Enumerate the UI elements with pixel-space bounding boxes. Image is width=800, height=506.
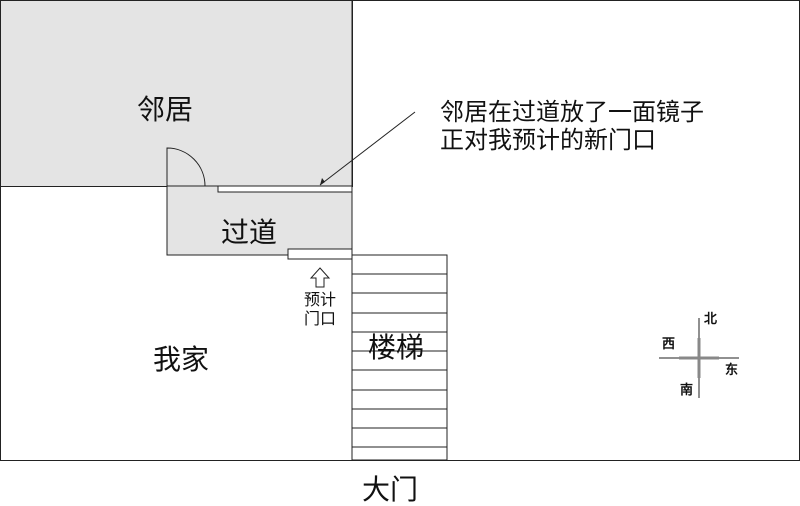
planned-door-label-2: 门口 bbox=[304, 309, 337, 328]
annotation-arrowhead bbox=[320, 178, 325, 185]
mirror bbox=[217, 185, 353, 193]
stairs-drawing bbox=[351, 254, 448, 461]
compass-north: 北 bbox=[704, 312, 718, 327]
planned-door-label-1: 预计 bbox=[304, 290, 337, 309]
corridor-label: 过道 bbox=[221, 216, 278, 249]
neighbor-label: 邻居 bbox=[137, 93, 194, 126]
compass-east: 东 bbox=[725, 363, 739, 378]
my-home-label: 我家 bbox=[153, 343, 210, 376]
neighbor-door-swing bbox=[166, 147, 206, 187]
stairs-label: 楼梯 bbox=[368, 331, 425, 364]
annotation-line-2: 正对我预计的新门口 bbox=[440, 126, 656, 154]
compass-icon bbox=[659, 318, 739, 398]
main-door-label: 大门 bbox=[362, 473, 419, 506]
corridor-area bbox=[166, 185, 353, 256]
annotation-line-1: 邻居在过道放了一面镜子 bbox=[440, 98, 704, 126]
neighbor-area bbox=[0, 0, 353, 187]
annotation-arrow bbox=[319, 111, 416, 186]
planned-door bbox=[287, 248, 353, 260]
compass-west: 西 bbox=[662, 337, 676, 352]
compass-south: 南 bbox=[680, 383, 694, 398]
up-arrow-icon bbox=[309, 267, 331, 288]
